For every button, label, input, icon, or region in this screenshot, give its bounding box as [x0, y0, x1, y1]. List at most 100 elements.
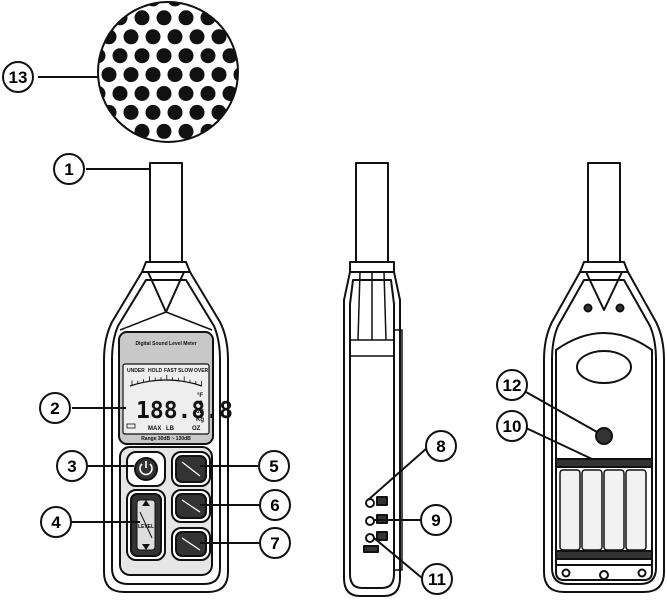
- grill-hole: [167, 67, 183, 83]
- mode-slow: SLOW: [178, 368, 193, 374]
- callout-2: 2: [39, 392, 71, 424]
- side-jack-middle: [365, 516, 375, 526]
- grill-hole: [156, 48, 172, 64]
- grill-hole: [112, 48, 128, 64]
- battery-icon: [126, 423, 136, 429]
- dc-jack[interactable]: [376, 496, 388, 506]
- grill-hole: [69, 86, 84, 101]
- mode-fast: FAST: [164, 368, 177, 374]
- unit-celsius: °C: [196, 401, 203, 407]
- grill-hole: [98, 10, 106, 26]
- power-icon: [139, 461, 153, 476]
- leader-lines: [38, 76, 598, 579]
- mode-hold: HOLD: [148, 368, 163, 374]
- label-max: MAX: [148, 426, 161, 432]
- grill-hole: [112, 123, 128, 139]
- svg-text:12: 12: [503, 376, 522, 395]
- grill-hole: [101, 67, 117, 83]
- grill-hole: [245, 48, 260, 63]
- mode-button[interactable]: [171, 489, 211, 523]
- range-label: Range 30dB ~ 130dB: [141, 436, 191, 442]
- side-jack-bottom: [365, 533, 375, 543]
- svg-text:11: 11: [428, 570, 446, 589]
- grill-hole: [123, 67, 139, 83]
- grill-hole: [178, 10, 194, 26]
- grill-hole: [112, 10, 128, 26]
- grill-hole: [156, 10, 172, 26]
- max-button[interactable]: [171, 451, 211, 487]
- front-buttons: [126, 451, 211, 561]
- svg-text:6: 6: [270, 496, 279, 515]
- lcd-digits: 188.8.8: [136, 398, 233, 424]
- grill-hole: [123, 2, 139, 7]
- grill-hole: [233, 67, 238, 83]
- battery-cells: [559, 469, 647, 551]
- lcd-content: Digital Sound Level Meter UNDER HOLD FAS…: [126, 341, 233, 442]
- grill-hole: [245, 86, 260, 101]
- grill-hole: [200, 86, 216, 101]
- grill-hole: [211, 67, 227, 83]
- callout-4: 4: [40, 506, 72, 538]
- grill-hole: [101, 2, 117, 7]
- grill-hole: [69, 10, 84, 25]
- level-label: LEVEL: [138, 524, 154, 530]
- callout-1: 1: [53, 153, 85, 185]
- callout-3: 3: [56, 450, 88, 482]
- arrow-down-icon: [142, 544, 150, 550]
- grill-hole: [146, 143, 161, 158]
- lcd-screen: [122, 363, 210, 435]
- level-rocker-switch[interactable]: [126, 489, 166, 561]
- output-jack[interactable]: [376, 531, 388, 541]
- grill-hole: [212, 143, 227, 158]
- grill-hole: [145, 29, 161, 45]
- grill-hole: [233, 29, 238, 45]
- svg-text:4: 4: [51, 513, 61, 532]
- grill-hole: [69, 48, 84, 63]
- grill-hole: [80, 0, 95, 6]
- callout-11: 11: [421, 563, 453, 595]
- grill-hole: [211, 2, 227, 7]
- grill-hole: [245, 124, 260, 139]
- grill-hole: [233, 2, 238, 7]
- grill-hole: [234, 143, 249, 158]
- svg-text:1: 1: [64, 160, 73, 179]
- grill-hole: [80, 105, 95, 120]
- grill-hole: [178, 123, 194, 139]
- label-oz: OZ: [192, 426, 201, 432]
- callout-12: 12: [496, 369, 528, 401]
- grill-hole: [233, 104, 238, 120]
- side-jack-top: [365, 498, 375, 508]
- svg-text:8: 8: [436, 437, 445, 456]
- callout-6: 6: [259, 489, 291, 521]
- grill-hole: [167, 29, 183, 45]
- grill-hole: [245, 10, 260, 25]
- grill-hole: [178, 48, 194, 64]
- grill-hole: [211, 29, 227, 45]
- callout-9: 9: [420, 504, 452, 536]
- grill-hole: [211, 104, 227, 120]
- grill-hole: [189, 29, 205, 45]
- back-oval-window: [576, 350, 632, 384]
- grill-hole: [112, 86, 128, 101]
- grill-hole: [98, 123, 106, 139]
- grill-hole: [167, 104, 183, 120]
- microphone-grill-detail: [69, 0, 260, 158]
- svg-text:7: 7: [270, 534, 279, 553]
- mode-over: OVER: [194, 368, 209, 374]
- power-button[interactable]: [126, 451, 166, 487]
- unit-db: dB: [196, 409, 205, 415]
- grill-hole: [222, 10, 238, 26]
- grill-hole: [189, 67, 205, 83]
- unit-kg: Kg: [196, 417, 204, 423]
- svg-text:9: 9: [431, 511, 440, 530]
- callout-13: 13: [2, 61, 34, 93]
- meter-title: Digital Sound Level Meter: [135, 341, 196, 347]
- grill-hole: [134, 123, 150, 139]
- grill-hole: [168, 143, 183, 158]
- back-microphone-tube: [587, 162, 621, 264]
- meter-back-view: [543, 162, 665, 593]
- grill-hole: [145, 104, 161, 120]
- grill-hole: [134, 10, 150, 26]
- meter-side-view: [343, 162, 403, 597]
- grill-hole: [123, 29, 139, 45]
